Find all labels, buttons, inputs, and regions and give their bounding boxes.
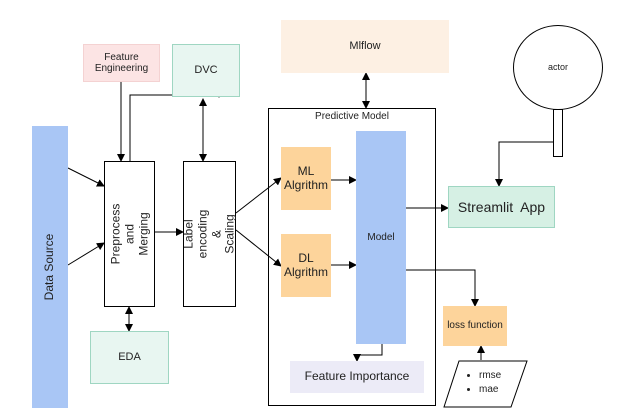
edge-datasource-preprocess-1: [67, 167, 105, 187]
edge-model-featimp: [353, 344, 383, 362]
edge-preprocess-dvc: [129, 90, 223, 161]
ml-algorithm-label: ML Algrithm: [283, 163, 328, 192]
actor-label: actor: [547, 62, 568, 73]
mlflow-label: Mlflow: [349, 40, 381, 53]
loss-function-label: loss function: [447, 320, 503, 332]
feature-engineering-node: Feature Engineering: [83, 44, 160, 82]
data-source-node: Data Source: [32, 126, 68, 408]
actor-head: actor: [513, 25, 603, 110]
label-encoding-node: Label encoding & Scaling: [180, 161, 237, 307]
actor-node: actor: [513, 25, 603, 157]
preprocess-merging-node: Preprocess and Merging: [104, 161, 155, 307]
feature-engineering-label: Feature Engineering: [94, 51, 149, 75]
dvc-label: DVC: [194, 64, 218, 77]
feature-importance-node: Feature Importance: [290, 361, 424, 393]
edge-labelenc-ml: [235, 177, 282, 214]
metrics-shape: [443, 360, 528, 408]
predictive-model-container: Predictive Model: [268, 108, 436, 406]
mlflow-node: Mlflow: [281, 20, 449, 73]
eda-label: EDA: [118, 351, 141, 364]
metric-item: rmse: [479, 369, 501, 383]
edge-model-loss: [406, 269, 479, 307]
dl-algorithm-node: DL Algrithm: [281, 234, 331, 297]
eda-node: EDA: [90, 331, 169, 384]
edge-labelenc-dl: [235, 229, 282, 267]
ml-algorithm-node: ML Algrithm: [281, 147, 331, 210]
metrics-node: rmse mae: [443, 360, 528, 408]
label-encoding-label: Label encoding & Scaling: [180, 209, 237, 259]
metric-item: mae: [479, 383, 501, 397]
model-node: Model: [356, 131, 406, 344]
streamlit-app-label: Streamlit App: [457, 198, 546, 215]
edge-datasource-preprocess-2: [67, 242, 105, 266]
actor-body: [553, 109, 563, 157]
metrics-list: rmse mae: [467, 369, 501, 397]
preprocess-merging-label: Preprocess and Merging: [107, 203, 150, 265]
dvc-node: DVC: [172, 44, 240, 97]
model-label: Model: [367, 231, 395, 243]
edge-actor-streamlit: [495, 141, 558, 187]
data-source-label: Data Source: [42, 233, 57, 301]
predictive-model-title: Predictive Model: [315, 111, 389, 122]
streamlit-app-node: Streamlit App: [448, 186, 555, 228]
feature-importance-label: Feature Importance: [304, 369, 410, 384]
dl-algorithm-label: DL Algrithm: [283, 250, 328, 279]
loss-function-node: loss function: [443, 306, 507, 346]
